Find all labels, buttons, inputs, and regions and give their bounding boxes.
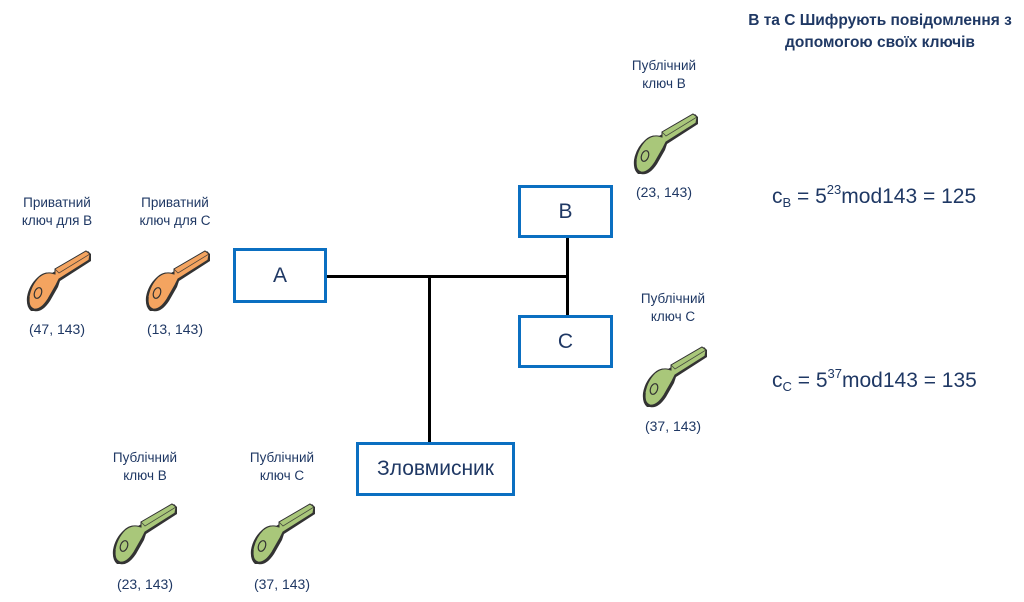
label-line: ключ В — [642, 76, 686, 91]
private-key-b-label: Приватний ключ для В — [0, 194, 117, 230]
node-c: C — [518, 315, 613, 368]
link-a-b-c — [326, 275, 568, 278]
private-key-c-icon — [143, 247, 213, 315]
formula-sub: B — [782, 195, 792, 210]
public-key-b-top-icon — [631, 110, 701, 178]
label-line: ключ С — [259, 468, 305, 483]
public-key-c-right-icon — [640, 343, 710, 411]
private-key-b-icon — [24, 247, 94, 315]
formula-sub: C — [782, 379, 792, 394]
public-key-c-bottom-icon — [248, 500, 318, 568]
private-key-c-label: Приватний ключ для С — [115, 194, 235, 230]
label-line: ключ С — [650, 309, 696, 324]
formula-eq: = 5 — [791, 369, 828, 392]
public-key-c-bottom-value: (37, 143) — [253, 576, 311, 592]
public-key-c-bottom-label: Публічний ключ С — [222, 449, 342, 485]
diagram-title: В та С Шифрують повідомлення з допомогою… — [748, 12, 1012, 51]
formula-exp: 37 — [827, 366, 842, 381]
label-line: Приватний — [141, 195, 209, 210]
public-key-b-bottom-value: (23, 143) — [116, 576, 174, 592]
node-b-label: B — [558, 199, 573, 223]
label-line: ключ для В — [21, 213, 93, 228]
public-key-b-bottom-label: Публічний ключ В — [85, 449, 205, 485]
formula-cc: cC = 537mod143 = 135 — [772, 366, 977, 394]
node-attacker: Зловмисник — [356, 442, 515, 496]
node-a-label: A — [272, 263, 287, 287]
formula-var: c — [772, 369, 783, 392]
node-b: B — [518, 185, 613, 238]
formula-rest: mod143 = 135 — [841, 369, 977, 392]
label-line: Публічний — [112, 450, 178, 465]
public-key-b-top-label: Публічний ключ В — [604, 57, 724, 93]
formula-rest: mod143 = 125 — [841, 185, 977, 208]
node-attacker-label: Зловмисник — [377, 457, 494, 480]
public-key-b-bottom-icon — [110, 500, 180, 568]
node-a: A — [233, 248, 327, 303]
public-key-c-right-value: (37, 143) — [644, 418, 702, 434]
private-key-b-value: (47, 143) — [28, 321, 86, 337]
link-attacker — [428, 276, 431, 444]
label-line: Публічний — [640, 291, 706, 306]
label-line: ключ В — [123, 468, 167, 483]
label-line: Публічний — [631, 58, 697, 73]
link-b-c — [566, 236, 569, 317]
formula-var: c — [772, 185, 783, 208]
formula-cb: cB = 523mod143 = 125 — [772, 182, 976, 210]
public-key-b-top-value: (23, 143) — [635, 184, 693, 200]
label-line: Публічний — [249, 450, 315, 465]
private-key-c-value: (13, 143) — [146, 321, 204, 337]
label-line: Приватний — [23, 195, 91, 210]
public-key-c-right-label: Публічний ключ С — [613, 290, 733, 326]
formula-eq: = 5 — [791, 185, 827, 208]
label-line: ключ для С — [139, 213, 211, 228]
formula-exp: 23 — [826, 182, 842, 197]
node-c-label: C — [557, 329, 574, 353]
